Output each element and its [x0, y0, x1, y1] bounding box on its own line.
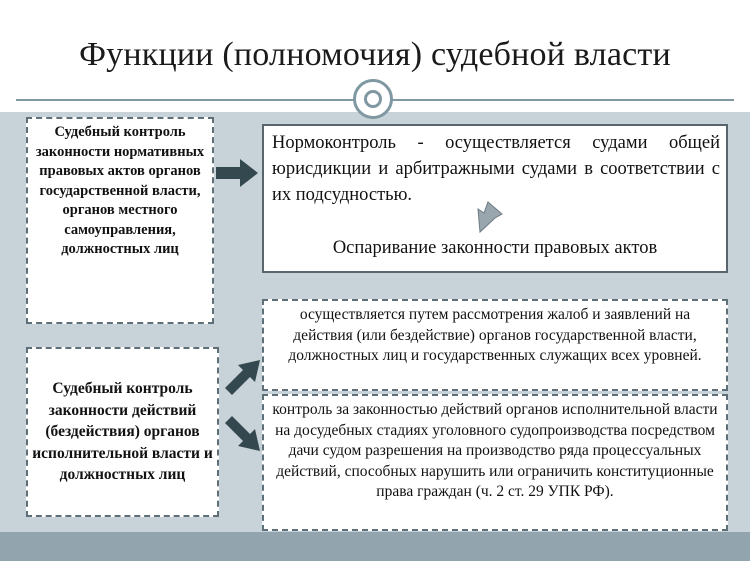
- right-box-complaints: осуществляется путем рассмотрения жалоб …: [262, 299, 728, 391]
- arrow-up-right-icon: [225, 360, 260, 395]
- pretrial-control-text: контроль за законностью действий органов…: [272, 401, 718, 500]
- arrow-right-icon: [216, 159, 258, 187]
- contest-legality-text: Оспаривание законности правовых актов: [332, 238, 658, 258]
- arrow-down-right-icon: [225, 416, 260, 451]
- arrow-down-left-icon: [477, 201, 503, 234]
- right-box-pretrial-control: контроль за законностью действий органов…: [262, 394, 728, 531]
- right-box-normocontrol: Нормоконтроль - осуществляется судами об…: [262, 124, 728, 273]
- left-box-normative-control: Судебный контроль законности нормативных…: [26, 117, 214, 324]
- slide-title: Функции (полномочия) судебной власти: [79, 36, 671, 73]
- left-box-actions-control: Судебный контроль законности действий (б…: [26, 347, 219, 517]
- normocontrol-text: Нормоконтроль - осуществляется судами об…: [272, 133, 720, 205]
- complaints-text: осуществляется путем рассмотрения жалоб …: [288, 306, 702, 364]
- ring-ornament-icon: [353, 79, 393, 119]
- ring-inner: [364, 90, 382, 108]
- left-box-normative-control-text: Судебный контроль законности нормативных…: [35, 124, 205, 257]
- left-box-actions-control-text: Судебный контроль законности действий (б…: [32, 380, 213, 484]
- bottom-strip: [0, 532, 750, 561]
